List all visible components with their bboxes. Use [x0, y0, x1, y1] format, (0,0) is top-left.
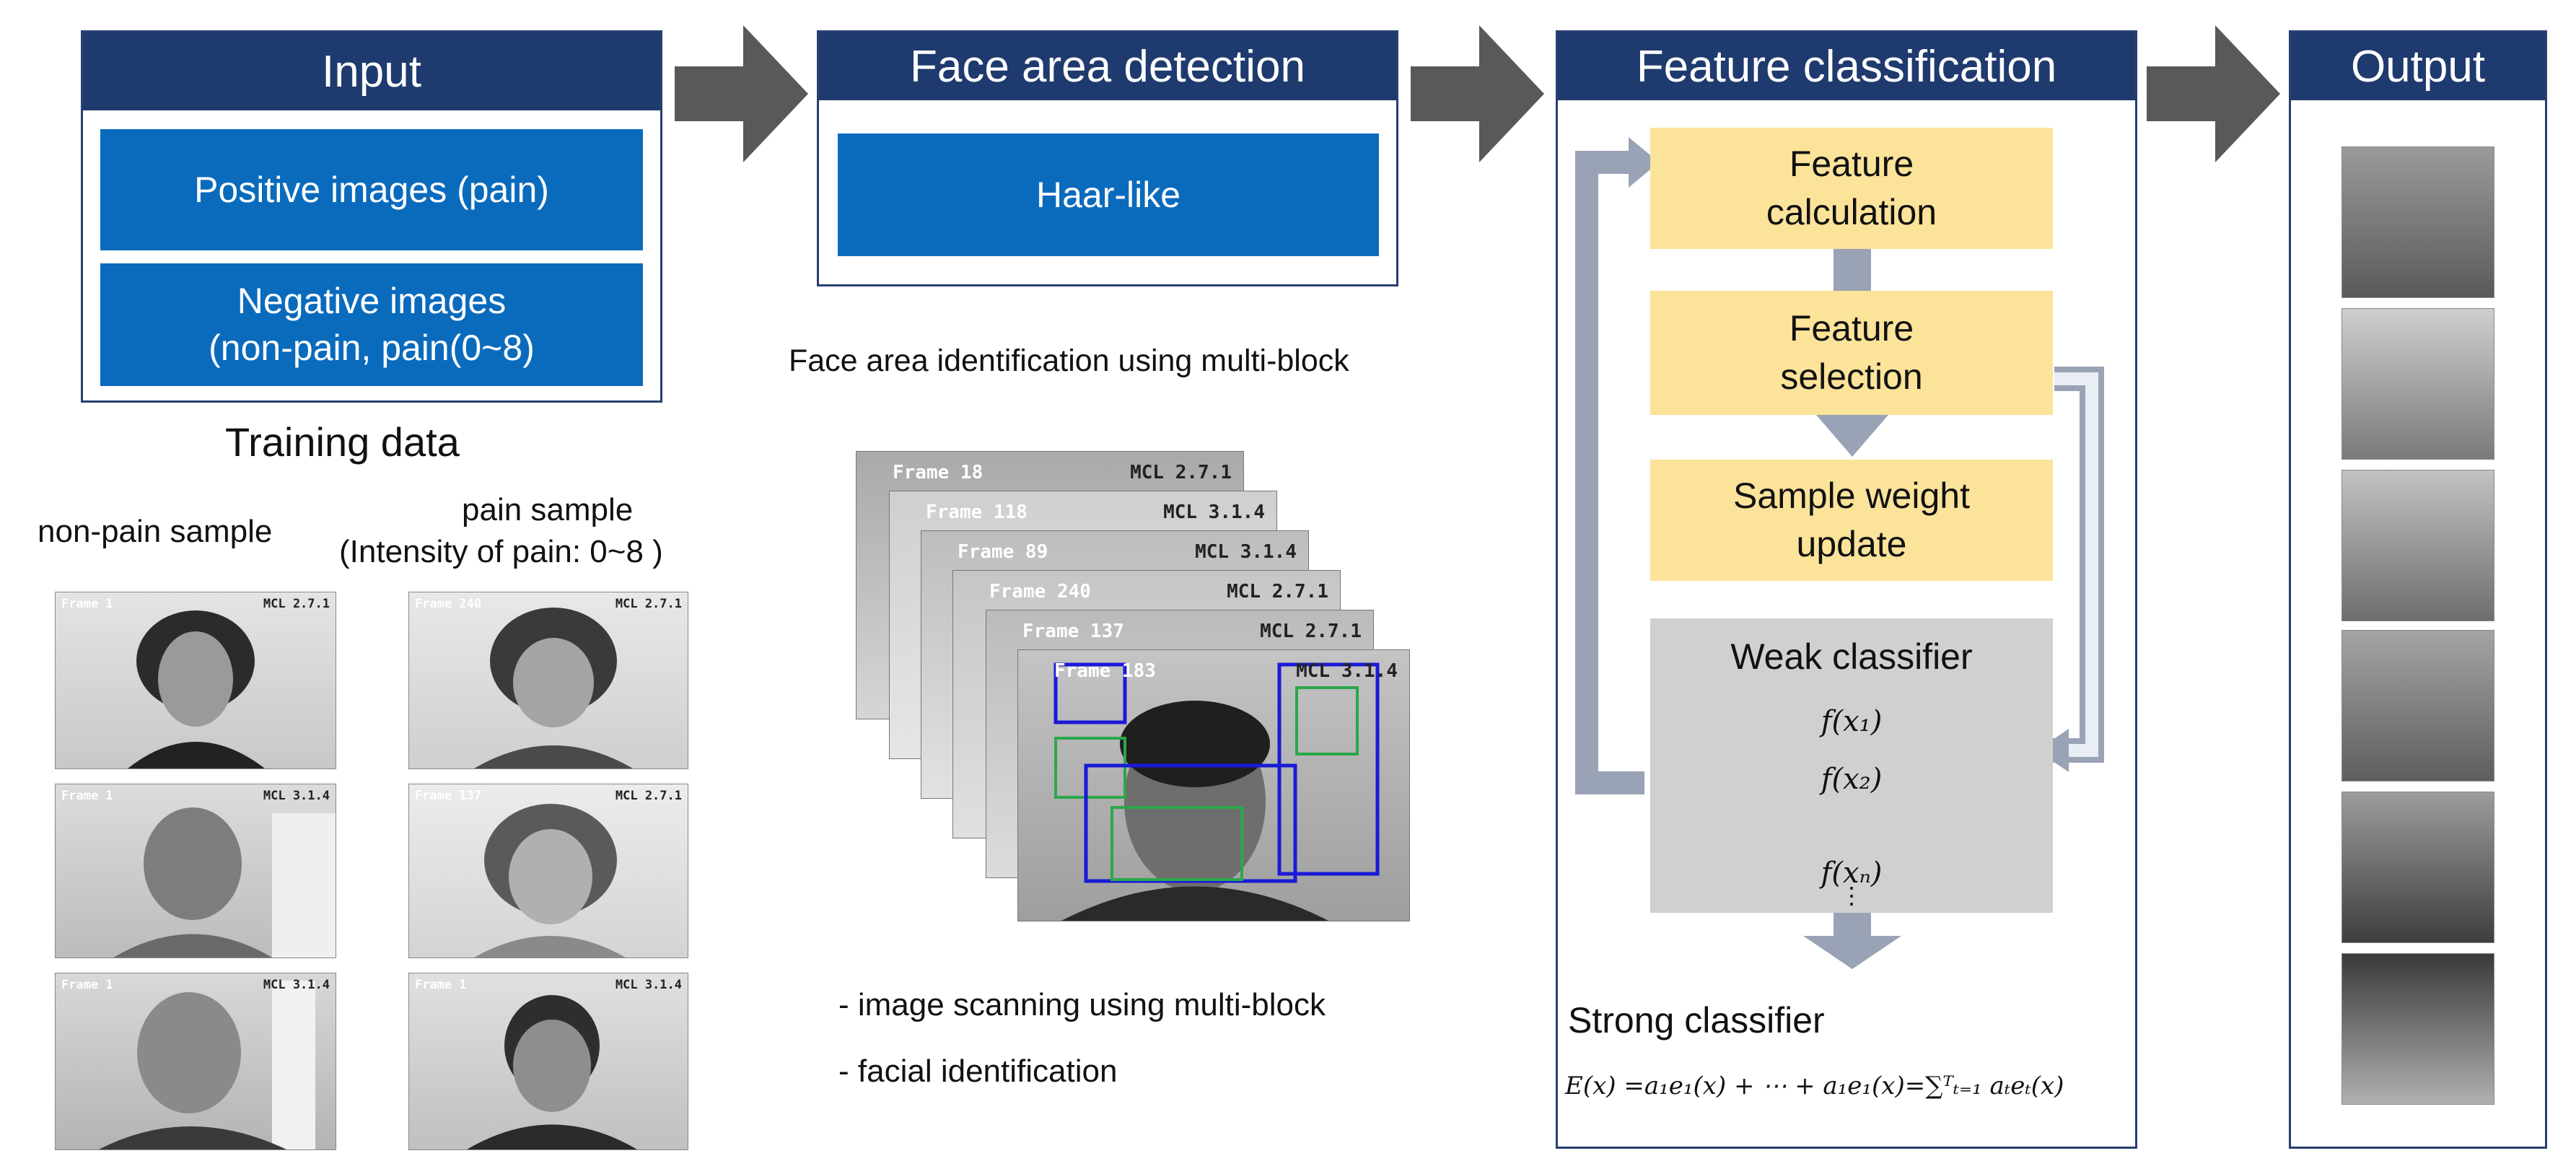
negative-images-box: Negative images (non-pain, pain(0~8) [100, 263, 643, 386]
photo-code-label: MCL 3.1.4 [263, 978, 330, 992]
frame-label: Frame 118 [926, 501, 1028, 523]
feature-calculation-line1: Feature [1789, 143, 1914, 184]
frame-code: MCL 3.1.4 [1296, 660, 1398, 682]
output-face-2 [2341, 308, 2494, 460]
face-silhouette [99, 981, 315, 1149]
pain-photo-3: Frame 1 MCL 3.1.4 [408, 973, 688, 1150]
photo-frame-label: Frame 1 [415, 978, 467, 992]
frame-code: MCL 2.7.1 [1260, 621, 1362, 642]
detection-panel: Face area detection Haar-like [817, 30, 1398, 286]
nonpain-photo-1: Frame 1 MCL 2.7.1 [55, 592, 336, 769]
pain-sample-label-line2: (Intensity of pain: 0~8 ) [339, 534, 663, 569]
input-panel-title: Input [83, 32, 660, 110]
face-silhouette [467, 995, 637, 1149]
arrow-input-to-detection [675, 25, 808, 162]
nonpain-photo-2: Frame 1 MCL 3.1.4 [55, 784, 336, 958]
frame-code: MCL 2.7.1 [1227, 581, 1328, 603]
pain-sample-label-line1: pain sample [462, 492, 634, 527]
pain-photo-1: Frame 240 MCL 2.7.1 [408, 592, 688, 769]
feature-selection-line2: selection [1780, 356, 1923, 397]
positive-images-box: Positive images (pain) [100, 129, 643, 250]
weak-f2: f(x₂) [1821, 763, 1883, 796]
sample-weight-update-line2: update [1796, 524, 1907, 564]
detection-panel-title: Face area detection [819, 32, 1396, 100]
face-silhouette [128, 610, 265, 768]
face-silhouette [474, 804, 626, 958]
detect-box-green-1 [1054, 737, 1126, 799]
feature-selection-box: Feature selection [1650, 291, 2053, 415]
classification-connectors [1575, 137, 2104, 969]
detection-bullet-2: - facial identification [838, 1053, 1118, 1089]
photo-code-label: MCL 2.7.1 [615, 789, 682, 803]
frame-label: Frame 18 [893, 462, 983, 483]
output-face-3 [2341, 470, 2494, 621]
training-data-title: Training data [225, 419, 460, 465]
photo-frame-label: Frame 240 [415, 597, 482, 611]
face-silhouette [474, 608, 633, 768]
detect-box-green-3 [1295, 686, 1359, 755]
classification-panel-title: Feature classification [1558, 32, 2135, 100]
output-face-5 [2341, 792, 2494, 943]
nonpain-sample-label: non-pain sample [38, 514, 273, 549]
frame-label: Frame 183 [1054, 660, 1156, 682]
frame-label: Frame 89 [958, 541, 1048, 563]
strong-classifier-formula: E(x) =a₁e₁(x) + ⋯ + a₁e₁(x)=∑ᵀₜ₌₁ aₜeₜ(x… [1565, 1072, 2064, 1100]
feature-calculation-box: Feature calculation [1650, 128, 2053, 249]
photo-frame-label: Frame 1 [61, 597, 113, 611]
input-panel: Input Positive images (pain) Negative im… [81, 30, 662, 403]
frame-code: MCL 2.7.1 [1130, 462, 1232, 483]
strong-classifier-title: Strong classifier [1568, 1000, 1825, 1041]
haar-like-label: Haar-like [1035, 174, 1181, 215]
front-frame-face [1053, 662, 1380, 921]
frame-label: Frame 240 [989, 581, 1091, 603]
positive-images-label: Positive images (pain) [194, 169, 549, 210]
photo-code-label: MCL 2.7.1 [615, 597, 682, 611]
output-panel: Output [2289, 30, 2547, 1149]
photo-code-label: MCL 3.1.4 [263, 789, 330, 803]
weak-classifier-title: Weak classifier [1730, 636, 1973, 677]
weak-fn: f(xₙ) [1821, 857, 1883, 890]
feature-calculation-line2: calculation [1766, 192, 1937, 232]
sample-weight-update-box: Sample weight update [1650, 460, 2053, 581]
nonpain-photo-3: Frame 1 MCL 3.1.4 [55, 973, 336, 1150]
photo-code-label: MCL 2.7.1 [263, 597, 330, 611]
photo-frame-label: Frame 1 [61, 978, 113, 992]
weak-dots: ⋮ [1840, 882, 1863, 908]
classification-panel: Feature classification Feature calculati… [1556, 30, 2137, 1149]
weak-f1: f(x₁) [1821, 705, 1883, 738]
photo-frame-label: Frame 137 [415, 789, 482, 803]
detection-caption: Face area identification using multi-blo… [789, 343, 1349, 378]
output-face-4 [2341, 630, 2494, 781]
weak-classifier-box: Weak classifier f(x₁) f(x₂) f(xₙ) ⋮ [1650, 618, 2053, 913]
haar-like-box: Haar-like [838, 133, 1379, 256]
detection-bullet-1: - image scanning using multi-block [838, 987, 1326, 1022]
detect-box-blue-3 [1277, 662, 1380, 876]
output-face-1 [2341, 146, 2494, 298]
sample-weight-update-line1: Sample weight [1733, 475, 1970, 516]
face-silhouette [113, 807, 336, 958]
photo-code-label: MCL 3.1.4 [615, 978, 682, 992]
stack-frame-front: Frame 183 MCL 3.1.4 [1017, 649, 1410, 921]
feature-selection-line1: Feature [1789, 307, 1914, 349]
detect-box-green-2 [1110, 806, 1243, 881]
pain-photo-2: Frame 137 MCL 2.7.1 [408, 784, 688, 958]
arrow-detection-to-classification [1411, 25, 1544, 162]
frame-code: MCL 3.1.4 [1195, 541, 1297, 563]
photo-frame-label: Frame 1 [61, 789, 113, 803]
negative-images-line2: (non-pain, pain(0~8) [209, 328, 535, 368]
negative-images-line1: Negative images [237, 281, 507, 321]
frame-code: MCL 3.1.4 [1163, 501, 1265, 523]
output-panel-title: Output [2291, 32, 2545, 100]
detect-box-blue-1 [1053, 662, 1127, 724]
arrow-classification-to-output [2147, 25, 2280, 162]
output-face-6 [2341, 953, 2494, 1105]
frame-label: Frame 137 [1022, 621, 1124, 642]
